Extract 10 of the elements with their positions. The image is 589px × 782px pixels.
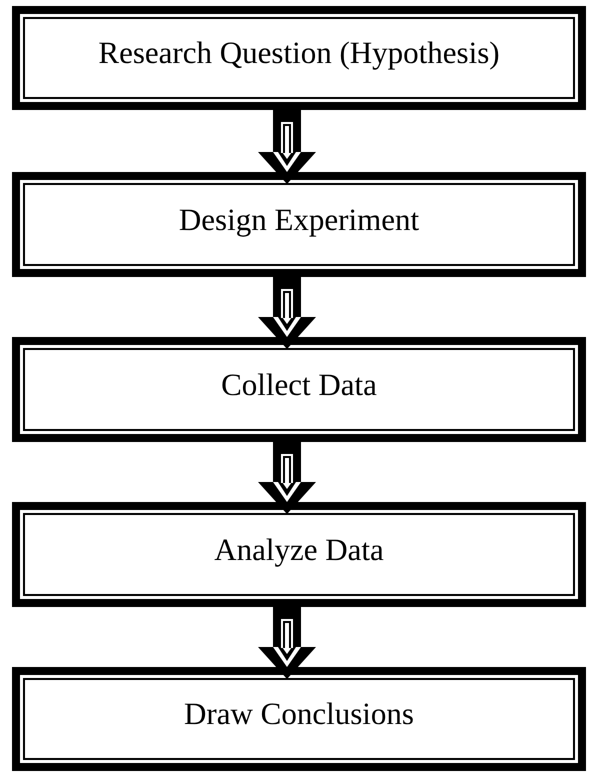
- process-box: [12, 337, 586, 442]
- process-box: [12, 502, 586, 607]
- box-label: Draw Conclusions: [184, 696, 414, 732]
- process-box: [12, 172, 586, 277]
- box-label: Analyze Data: [214, 532, 384, 568]
- box-label: Research Question (Hypothesis): [98, 35, 500, 71]
- box-label: Collect Data: [221, 366, 377, 402]
- box-label: Design Experiment: [178, 202, 420, 238]
- process-box: [12, 667, 586, 771]
- process-box: [12, 6, 586, 110]
